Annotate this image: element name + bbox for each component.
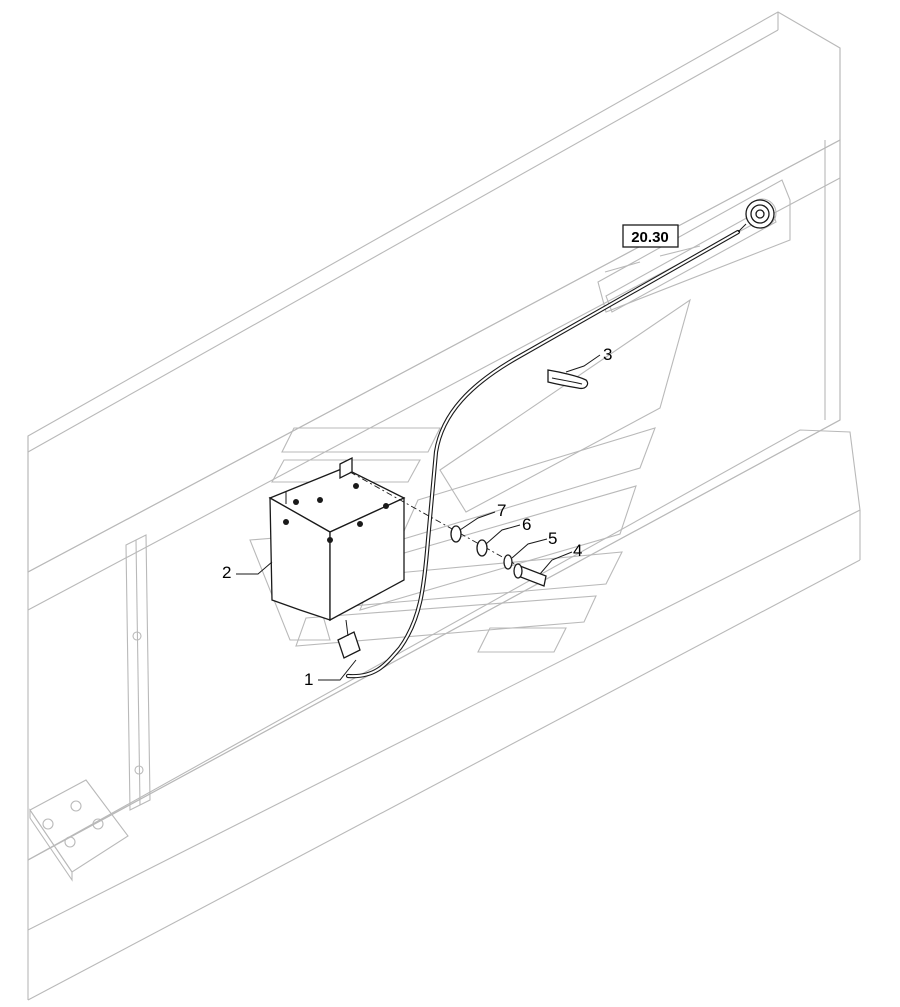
speedometer-cable xyxy=(345,199,775,679)
callout-5: 5 xyxy=(548,529,557,548)
reference-label: 20.30 xyxy=(631,229,669,246)
reference-box: 20.30 xyxy=(622,224,679,248)
callout-4: 4 xyxy=(573,541,582,560)
callout-2: 2 xyxy=(222,563,231,582)
washer-part-5 xyxy=(503,554,513,570)
callout-6: 6 xyxy=(522,515,531,534)
clip-part-3 xyxy=(547,369,589,390)
washer-part-6 xyxy=(476,539,488,557)
decal-stripes-ghost xyxy=(249,298,691,653)
fasteners xyxy=(349,471,547,587)
electronic-box-part-2 xyxy=(268,456,406,659)
machine-housing-outline xyxy=(27,11,861,1001)
callout-3: 3 xyxy=(603,345,612,364)
nut-part-7 xyxy=(450,525,462,543)
callouts: 1 2 3 4 5 6 7 xyxy=(222,345,612,689)
callout-7: 7 xyxy=(497,501,506,520)
callout-1: 1 xyxy=(304,670,313,689)
